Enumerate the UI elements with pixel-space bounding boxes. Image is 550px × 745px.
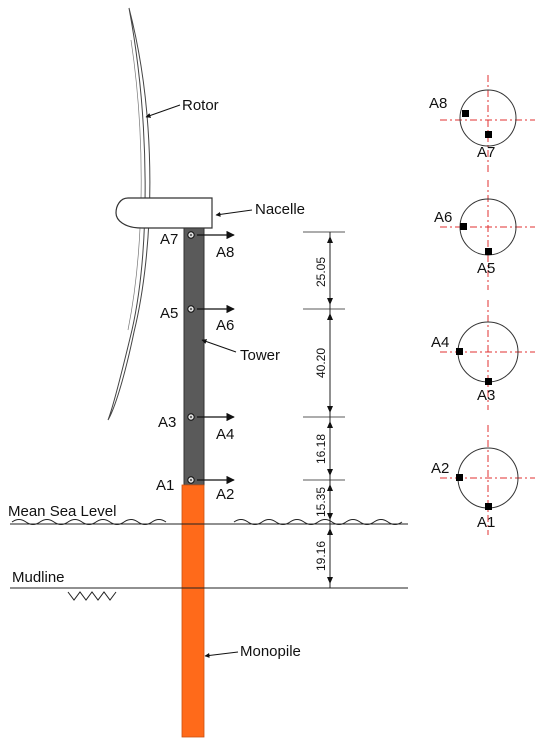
monopile-pointer bbox=[204, 651, 239, 658]
sensor-a8-square bbox=[462, 110, 469, 117]
mudline-hatch bbox=[67, 591, 117, 601]
tower bbox=[183, 227, 205, 486]
sea-wave-left bbox=[11, 519, 167, 525]
dimension-15-35: 15.35 bbox=[314, 487, 328, 517]
cross-section-a5-a6: A6 A5 bbox=[434, 180, 535, 290]
section-a5-label: A5 bbox=[477, 260, 495, 277]
sensor-a6-square bbox=[460, 223, 467, 230]
sensor-a7-square bbox=[485, 131, 492, 138]
dimension-16-18: 16.18 bbox=[314, 434, 328, 464]
mean-sea-level-label: Mean Sea Level bbox=[8, 503, 116, 520]
sensor-a4-square bbox=[456, 348, 463, 355]
section-a3-label: A3 bbox=[477, 387, 495, 404]
rotor-blade bbox=[107, 7, 151, 421]
section-a2-label: A2 bbox=[431, 460, 449, 477]
rotor-pointer bbox=[145, 104, 181, 118]
dimension-19-16: 19.16 bbox=[314, 541, 328, 571]
sensor-a3-label: A3 bbox=[158, 414, 176, 431]
tower-label: Tower bbox=[240, 347, 280, 364]
section-a1-label: A1 bbox=[477, 514, 495, 531]
tower-pointer bbox=[201, 339, 237, 353]
sensor-a6-label: A6 bbox=[216, 317, 234, 334]
sensor-a1-square bbox=[485, 503, 492, 510]
cross-section-a1-a2: A2 A1 bbox=[431, 425, 535, 535]
sensor-a2-square bbox=[456, 474, 463, 481]
cross-section-a7-a8: A8 A7 bbox=[429, 75, 535, 175]
sensor-a7-label: A7 bbox=[160, 231, 178, 248]
sensor-a2-label: A2 bbox=[216, 486, 234, 503]
sensor-a4-label: A4 bbox=[216, 426, 234, 443]
monopile bbox=[181, 484, 205, 738]
mudline-label: Mudline bbox=[12, 569, 65, 586]
sensor-a3-square bbox=[485, 378, 492, 385]
section-a4-label: A4 bbox=[431, 334, 449, 351]
sensor-a1-label: A1 bbox=[156, 477, 174, 494]
sea-wave-right bbox=[233, 519, 403, 525]
section-a8-label: A8 bbox=[429, 95, 447, 112]
dimension-25-05: 25.05 bbox=[314, 257, 328, 287]
sensor-a8-label: A8 bbox=[216, 244, 234, 261]
dimension-chain: 25.05 40.20 16.18 15.35 19.16 bbox=[303, 231, 345, 589]
section-a6-label: A6 bbox=[434, 209, 452, 226]
sensor-a5-label: A5 bbox=[160, 305, 178, 322]
sensor-markers bbox=[187, 231, 195, 484]
nacelle-label: Nacelle bbox=[255, 201, 305, 218]
sensor-a5-square bbox=[485, 248, 492, 255]
nacelle-pointer bbox=[215, 209, 253, 217]
rotor-label: Rotor bbox=[182, 97, 219, 114]
cross-section-a3-a4: A4 A3 bbox=[431, 300, 535, 410]
rotor-blade-inner bbox=[127, 39, 142, 331]
nacelle-body bbox=[115, 197, 213, 229]
section-a7-label: A7 bbox=[477, 144, 495, 161]
monopile-label: Monopile bbox=[240, 643, 301, 660]
dimension-40-20: 40.20 bbox=[314, 348, 328, 378]
